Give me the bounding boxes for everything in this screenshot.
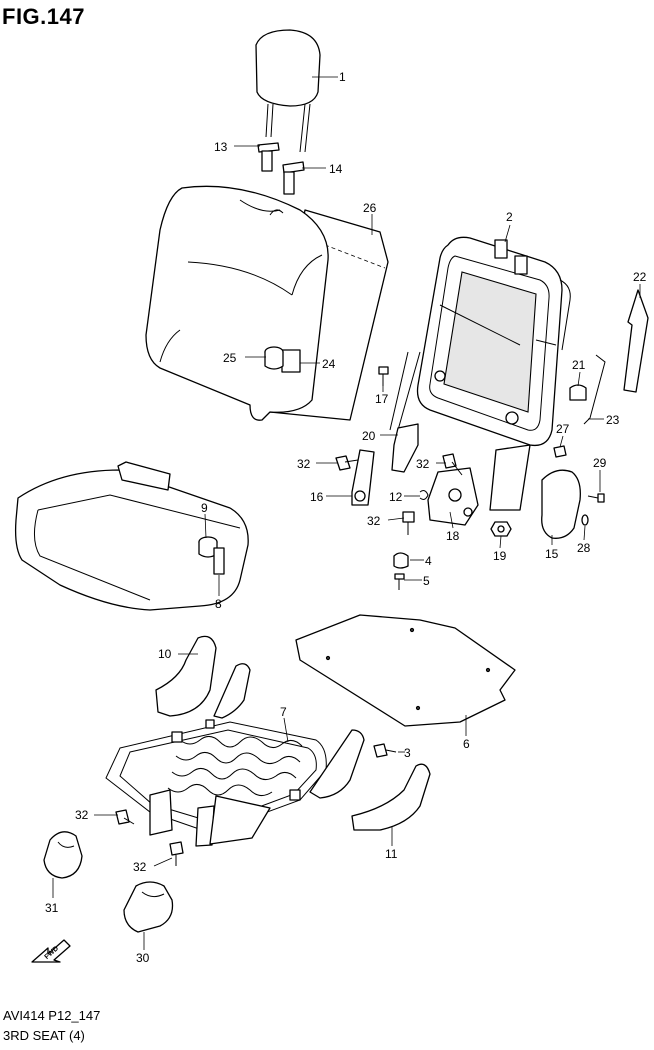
callout-32-d[interactable]: 32 [75, 808, 89, 822]
side-trim-strip[interactable] [623, 289, 649, 393]
figure-caption: 3RD SEAT (4) [3, 1028, 85, 1043]
callout-27[interactable]: 27 [556, 422, 570, 436]
callout-5[interactable]: 5 [423, 574, 430, 588]
frame-front-hinge[interactable] [213, 663, 251, 719]
callout-17[interactable]: 17 [375, 392, 389, 406]
callout-32-e[interactable]: 32 [133, 860, 147, 874]
frame-rear-hinge[interactable] [309, 729, 365, 799]
hinge-cover[interactable] [391, 423, 419, 473]
front-support-pad[interactable] [155, 635, 217, 717]
leader-lines [52, 76, 641, 950]
callout-16[interactable]: 16 [310, 490, 324, 504]
callout-labels: 1 2 3 4 5 6 7 8 9 10 11 12 13 14 15 16 1… [45, 70, 647, 965]
callout-4[interactable]: 4 [425, 554, 432, 568]
screw-29[interactable] [587, 493, 605, 503]
release-rod[interactable] [583, 354, 606, 425]
seat-floor-panel[interactable] [295, 614, 516, 727]
release-knob[interactable] [569, 384, 587, 401]
cover-clip[interactable] [264, 346, 284, 370]
callout-21[interactable]: 21 [572, 358, 586, 372]
callout-12[interactable]: 12 [389, 490, 403, 504]
bolt-32-c[interactable] [402, 511, 415, 535]
seat-cushion[interactable] [14, 461, 249, 611]
callout-28[interactable]: 28 [577, 541, 591, 555]
rear-support-pad[interactable] [351, 763, 431, 831]
hinge-bracket-left[interactable] [351, 449, 375, 506]
callout-1[interactable]: 1 [339, 70, 346, 84]
washer-28[interactable] [581, 514, 589, 526]
callout-31[interactable]: 31 [45, 901, 59, 915]
callout-24[interactable]: 24 [322, 357, 336, 371]
headrest[interactable] [255, 29, 321, 153]
callout-18[interactable]: 18 [446, 529, 460, 543]
callout-6[interactable]: 6 [463, 737, 470, 751]
callout-3[interactable]: 3 [404, 746, 411, 760]
figure-title: FIG.147 [2, 4, 85, 29]
bolt-32-a[interactable] [335, 455, 359, 471]
callout-19[interactable]: 19 [493, 549, 507, 563]
callout-8[interactable]: 8 [215, 597, 222, 611]
callout-11[interactable]: 11 [385, 847, 398, 861]
callout-30[interactable]: 30 [136, 951, 150, 965]
bolt-17[interactable] [378, 366, 389, 386]
callout-26[interactable]: 26 [363, 201, 377, 215]
cover-strap[interactable] [281, 349, 301, 373]
bumper-cap[interactable] [393, 552, 409, 569]
callout-32-a[interactable]: 32 [297, 457, 311, 471]
hinge-side-cover[interactable] [541, 469, 581, 539]
callout-23[interactable]: 23 [606, 413, 620, 427]
clip-12[interactable] [419, 490, 429, 500]
callout-20[interactable]: 20 [362, 429, 376, 443]
bolt-32-d[interactable] [115, 809, 135, 825]
bolt-32-e[interactable] [169, 841, 184, 866]
callout-32-b[interactable]: 32 [416, 457, 430, 471]
callout-7[interactable]: 7 [280, 705, 287, 719]
seat-back-frame[interactable] [389, 236, 571, 511]
bolt-32-b[interactable] [442, 453, 463, 476]
callout-15[interactable]: 15 [545, 547, 559, 561]
recliner-bracket[interactable] [427, 467, 479, 526]
seat-cushion-frame[interactable] [105, 719, 327, 847]
callout-14[interactable]: 14 [329, 162, 343, 176]
leg-cover-31[interactable] [43, 831, 83, 879]
callout-29[interactable]: 29 [593, 456, 607, 470]
callout-25[interactable]: 25 [223, 351, 237, 365]
figure-code: AVI414 P12_147 [3, 1008, 101, 1023]
forward-direction-arrow: FWD [31, 939, 71, 963]
callout-32-c[interactable]: 32 [367, 514, 381, 528]
callout-22[interactable]: 22 [633, 270, 647, 284]
headrest-guide-14[interactable] [282, 161, 305, 195]
leg-cover-30[interactable] [123, 881, 174, 933]
callout-9[interactable]: 9 [201, 501, 208, 515]
screw-5[interactable] [394, 573, 405, 590]
seat-back-cover[interactable] [145, 185, 389, 421]
cushion-strap-8[interactable] [213, 547, 225, 575]
callout-10[interactable]: 10 [158, 647, 172, 661]
headrest-guide-13[interactable] [257, 142, 280, 172]
bolt-27[interactable] [553, 445, 567, 458]
callout-2[interactable]: 2 [506, 210, 513, 224]
nut-19[interactable] [490, 521, 512, 537]
bolt-3[interactable] [373, 743, 397, 758]
callout-13[interactable]: 13 [214, 140, 228, 154]
